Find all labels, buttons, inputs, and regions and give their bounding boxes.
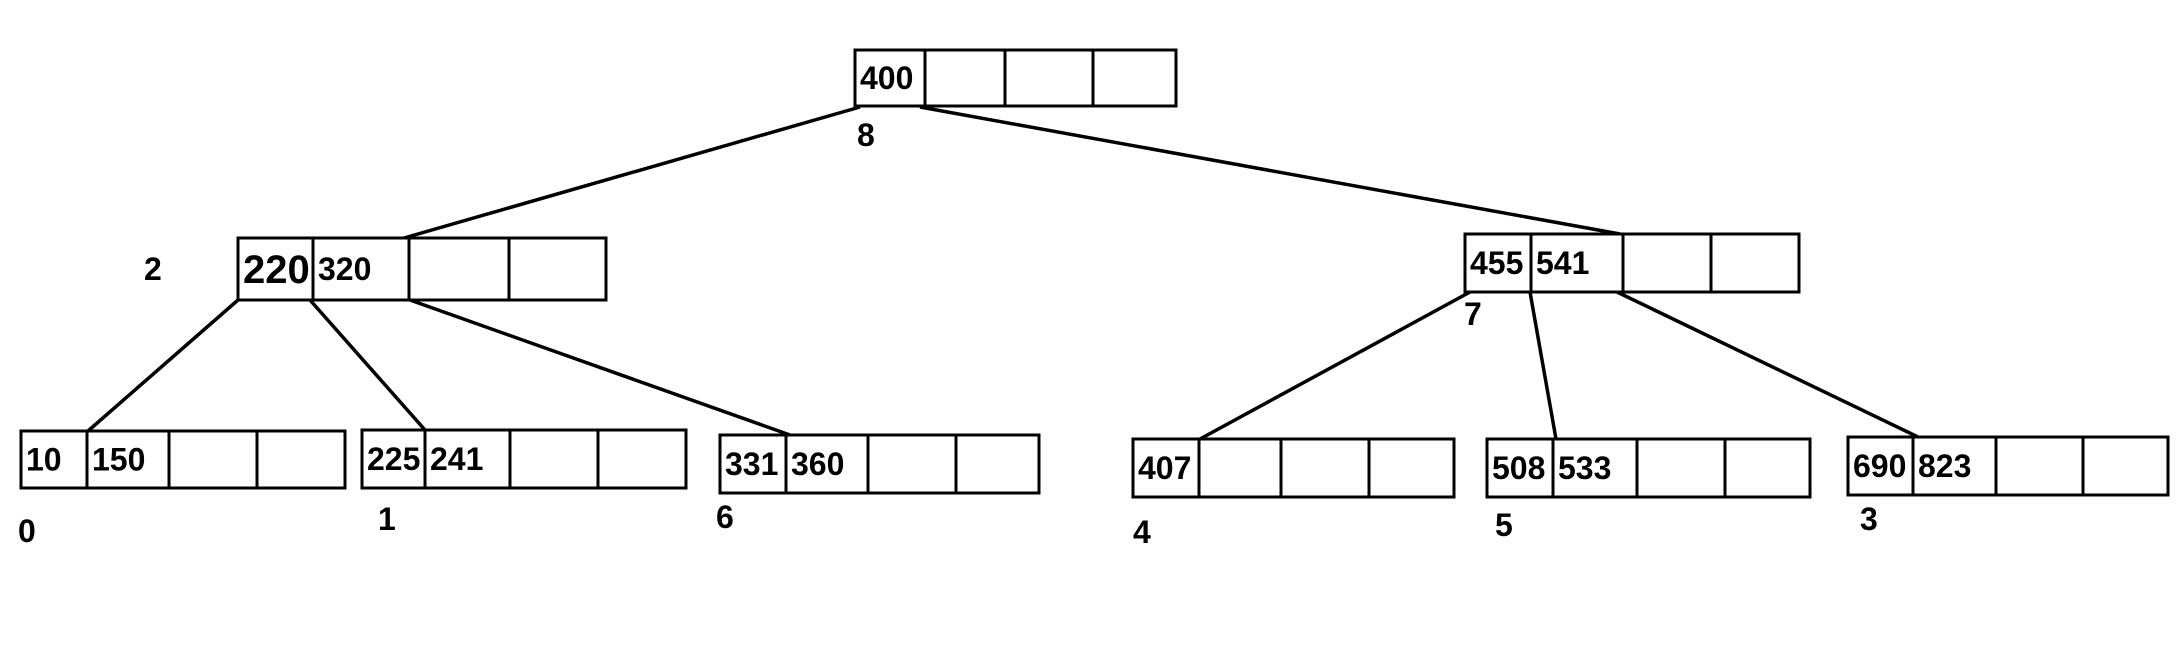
- key-cell: [236, 236, 315, 302]
- node-index-label: 0: [18, 513, 36, 549]
- key-cell: [19, 429, 89, 490]
- key-value: 360: [791, 446, 844, 482]
- key-cell: [1621, 232, 1713, 294]
- key-cell: [407, 236, 511, 302]
- node-index-label: 2: [144, 251, 162, 287]
- edge-left-internal-to-leaf-6: [409, 298, 791, 437]
- key-cell: [1131, 437, 1201, 499]
- key-value: 407: [1138, 450, 1191, 486]
- edge-right-internal-to-leaf-4: [1199, 290, 1471, 441]
- key-value: 400: [860, 60, 913, 96]
- tree-node-leaf-0: 10 150 0: [18, 429, 347, 549]
- key-cell: [1367, 437, 1456, 499]
- key-cell: [507, 236, 608, 302]
- tree-node-leaf-5: 508 533 5: [1485, 437, 1812, 543]
- key-value: 331: [725, 446, 778, 482]
- key-cell: [2081, 435, 2170, 497]
- key-value: 320: [318, 251, 371, 287]
- key-cell: [1197, 437, 1283, 499]
- key-cell: [596, 428, 688, 490]
- key-cell: [1003, 48, 1095, 108]
- key-cell: [923, 48, 1007, 108]
- key-cell: [954, 433, 1041, 495]
- key-cell: [1091, 48, 1178, 108]
- key-cell: [866, 433, 958, 495]
- key-value: 508: [1492, 450, 1545, 486]
- node-index-label: 1: [378, 501, 396, 537]
- tree-node-root: 400 8: [853, 48, 1178, 153]
- key-value: 541: [1536, 245, 1589, 281]
- key-value: 10: [26, 442, 62, 478]
- key-cell: [1551, 437, 1639, 499]
- node-index-label: 5: [1495, 507, 1513, 543]
- key-cell: [1911, 435, 1998, 497]
- key-cell: [423, 428, 512, 490]
- key-value: 225: [367, 441, 420, 477]
- edge-right-internal-to-leaf-3: [1616, 290, 1919, 439]
- tree-node-leaf-4: 407 4: [1131, 437, 1456, 550]
- key-cell: [1485, 437, 1555, 499]
- key-cell: [1709, 232, 1801, 294]
- key-cell: [1994, 435, 2085, 497]
- key-value: 690: [1853, 448, 1906, 484]
- edge-right-internal-to-leaf-5: [1528, 291, 1558, 440]
- tree-node-right-internal: 455 541 7: [1463, 232, 1801, 332]
- edge-root-to-right-internal: [919, 105, 1621, 236]
- node-index-label: 4: [1133, 514, 1151, 550]
- key-value: 455: [1470, 245, 1523, 281]
- key-cell: [85, 429, 171, 490]
- tree-node-leaf-6: 331 360 6: [716, 433, 1041, 535]
- node-index-label: 6: [716, 499, 734, 535]
- edge-left-internal-to-leaf-1: [308, 298, 427, 432]
- key-cell: [1635, 437, 1727, 499]
- key-cell: [784, 433, 870, 495]
- key-cell: [508, 428, 600, 490]
- tree-edges: [86, 105, 1919, 441]
- key-value: 241: [430, 441, 483, 477]
- edge-root-to-left-internal: [403, 105, 861, 240]
- key-value: 150: [92, 442, 145, 478]
- key-cell: [1723, 437, 1812, 499]
- node-index-label: 7: [1464, 296, 1482, 332]
- node-index-label: 3: [1860, 501, 1878, 537]
- node-index-label: 8: [857, 117, 875, 153]
- key-cell: [853, 48, 927, 108]
- edge-left-internal-to-leaf-0: [86, 298, 240, 433]
- key-value: 220: [243, 248, 310, 292]
- key-cell: [360, 428, 427, 490]
- key-value: 533: [1558, 450, 1611, 486]
- key-value: 823: [1918, 448, 1971, 484]
- tree-node-leaf-1: 225 241 1: [360, 428, 688, 537]
- key-cell: [255, 429, 347, 490]
- tree-node-leaf-3: 690 823 3: [1846, 435, 2170, 537]
- key-cell: [1279, 437, 1371, 499]
- key-cell: [167, 429, 259, 490]
